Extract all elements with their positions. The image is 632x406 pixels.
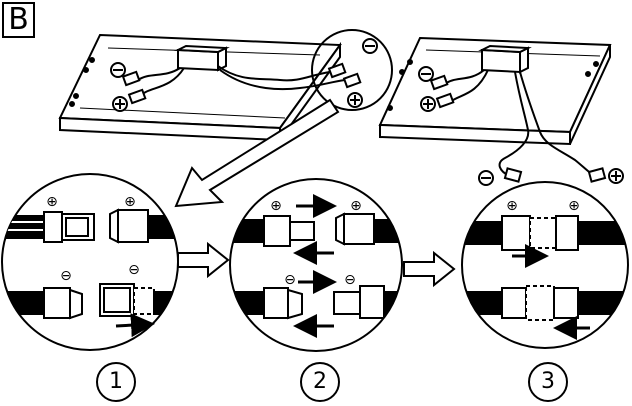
- polarity-icons-right: [418, 66, 624, 186]
- panel-label: B: [2, 2, 35, 38]
- step-arrow-2-3: [403, 250, 456, 288]
- plus-sign: ⊕: [270, 198, 282, 214]
- plus-sign: ⊕: [568, 198, 580, 214]
- slide-arrow: [115, 313, 155, 338]
- step-arrow-1-2: [177, 241, 230, 279]
- connector-left-pair: [121, 62, 362, 105]
- detail-circle-3: ⊕ ⊕: [461, 181, 629, 349]
- cable-right: [444, 69, 597, 177]
- step-number-2: 2: [300, 362, 340, 402]
- zoom-arrow: [174, 98, 340, 208]
- minus-sign: ⊖: [60, 268, 72, 284]
- connector-right-pair: [429, 74, 607, 183]
- plus-sign: ⊕: [124, 194, 136, 210]
- magnifier-circle-top: [311, 29, 393, 111]
- solar-panel-right: [378, 36, 612, 146]
- step-number-1: 1: [96, 362, 136, 402]
- step-number-3: 3: [528, 362, 568, 402]
- plus-sign: ⊕: [46, 194, 58, 210]
- plus-sign: ⊕: [350, 198, 362, 214]
- minus-sign: ⊖: [344, 272, 356, 288]
- junction-box-right: [478, 44, 532, 74]
- detail-circle-1: ⊕ ⊕ ⊖ ⊖: [1, 173, 179, 351]
- polarity-icons-left: [110, 38, 378, 112]
- detail-circle-2: ⊕ ⊕ ⊖ ⊖: [229, 178, 403, 352]
- minus-sign: ⊖: [128, 262, 140, 278]
- minus-sign: ⊖: [284, 272, 296, 288]
- plus-sign: ⊕: [506, 198, 518, 214]
- junction-box-left: [174, 44, 230, 72]
